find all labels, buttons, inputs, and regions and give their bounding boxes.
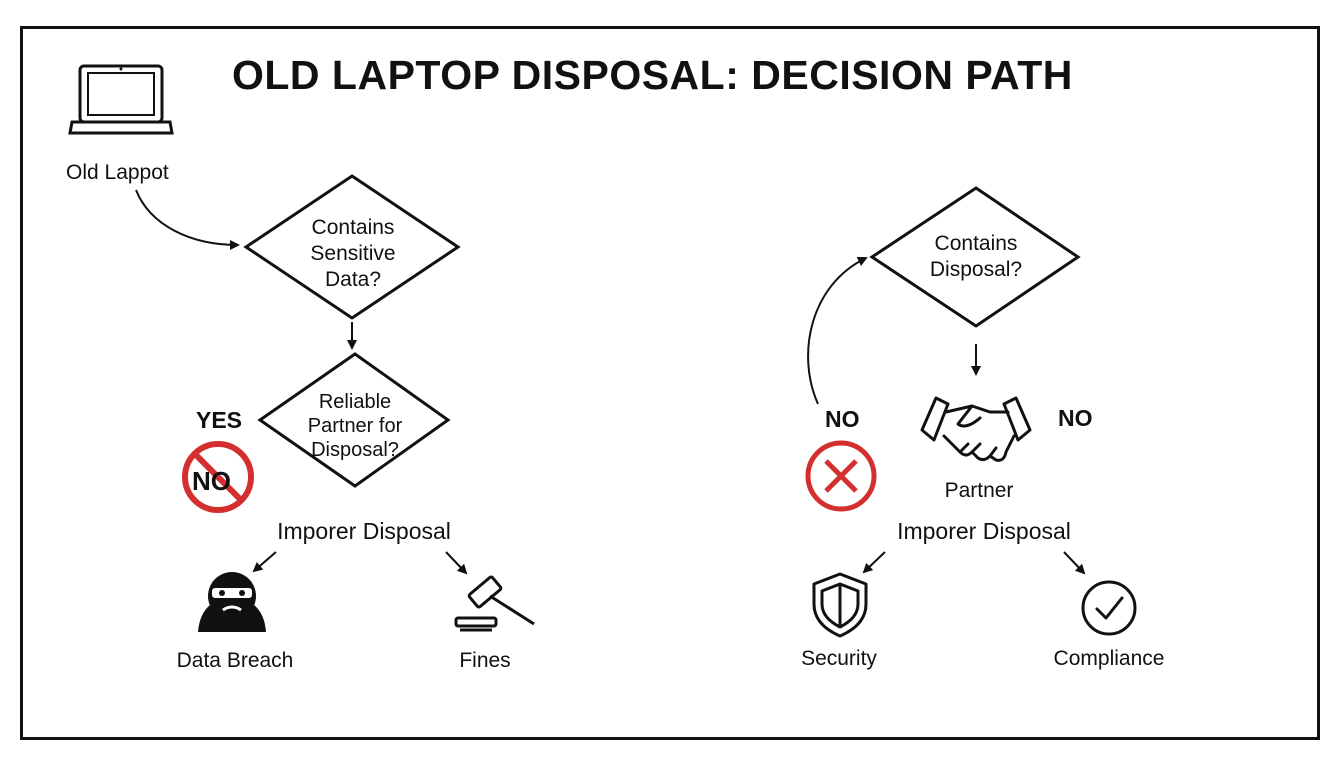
start-label: Old Lappot [66, 161, 169, 184]
partner-label: Partner [944, 479, 1014, 502]
right-no-label-left: NO [825, 406, 860, 432]
right-decision-1-line-1: Contains [934, 232, 1018, 255]
gavel-icon [454, 575, 535, 632]
left-decision-1-line-1: Contains [311, 216, 395, 239]
right-outcome-heading: Imporer Disposal [897, 518, 1071, 544]
hacker-icon [198, 572, 266, 632]
right-loop-arrow [807, 256, 868, 405]
prohibited-icon [182, 441, 254, 513]
left-decision-2-line-1: Reliable [318, 391, 392, 413]
left-decision-2-line-3: Disposal? [311, 439, 399, 461]
left-arrow-fines [445, 551, 468, 575]
left-decision-1-shape [243, 174, 461, 320]
check-circle-icon [1081, 580, 1137, 636]
left-decision-2-line-2: Partner for [307, 415, 403, 437]
left-outcome-heading: Imporer Disposal [277, 518, 451, 544]
reject-icon [805, 440, 877, 512]
left-decision-2: Reliable Partner for Disposal? [308, 390, 402, 462]
page-title: OLD LAPTOP DISPOSAL: DECISION PATH [232, 52, 1073, 98]
right-no-label-right: NO [1058, 405, 1093, 431]
security-label: Security [801, 647, 877, 670]
laptop-icon [68, 64, 174, 135]
left-decision-1: Contains Sensitive Data? [310, 215, 395, 293]
start-arrow [135, 189, 240, 250]
right-decision-1: Contains Disposal? [930, 231, 1022, 283]
prohibited-badge-text: NO [192, 466, 231, 496]
right-decision-1-shape [869, 186, 1081, 328]
fines-label: Fines [459, 649, 511, 672]
right-arrow-compliance [1063, 551, 1086, 575]
diagram-frame [20, 26, 1320, 740]
handshake-icon [920, 396, 1032, 462]
shield-icon [812, 572, 868, 638]
left-decision-2-shape [257, 352, 451, 488]
yes-label: YES [196, 407, 243, 433]
data-breach-label: Data Breach [176, 649, 294, 672]
right-decision-1-line-2: Disposal? [929, 258, 1023, 281]
left-decision-1-line-3: Data? [324, 268, 382, 291]
left-decision-1-line-2: Sensitive [310, 242, 396, 265]
right-arrow-security [862, 551, 886, 574]
compliance-label: Compliance [1053, 647, 1165, 670]
left-arrow-breach [252, 551, 277, 573]
